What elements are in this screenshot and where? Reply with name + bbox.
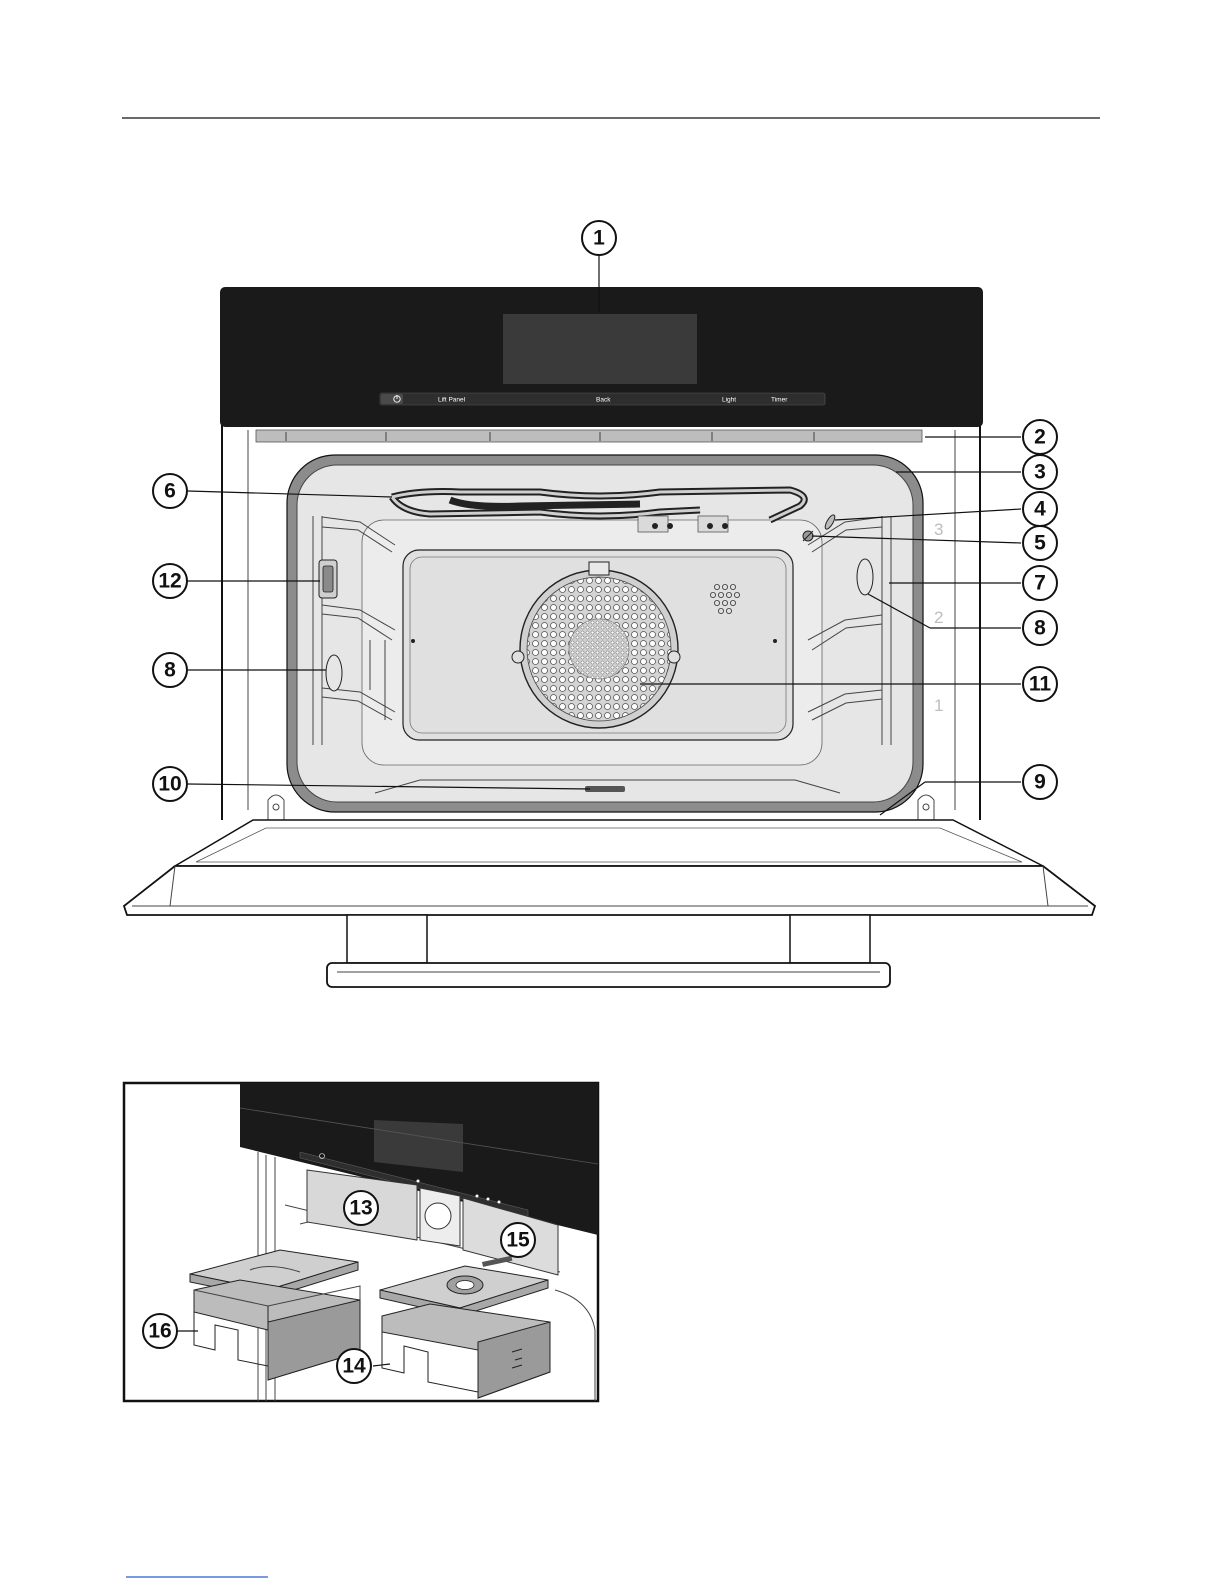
- callout-5: 5: [1023, 526, 1057, 560]
- svg-text:7: 7: [1034, 572, 1046, 595]
- shelf-level-1: 1: [934, 696, 943, 715]
- callout-10: 10: [153, 767, 187, 801]
- callout-13: 13: [344, 1191, 378, 1225]
- lift-panel-label[interactable]: Lift Panel: [438, 397, 466, 404]
- inset-water-containers: 13 14 15 16: [124, 1083, 598, 1401]
- svg-text:8: 8: [1034, 617, 1046, 640]
- display-screen: [503, 314, 697, 384]
- callout-8-left: 8: [153, 653, 187, 687]
- callout-12: 12: [153, 564, 187, 598]
- callout-4: 4: [1023, 492, 1057, 526]
- svg-text:5: 5: [1034, 532, 1046, 555]
- back-label[interactable]: Back: [596, 397, 611, 404]
- callout-15: 15: [501, 1223, 535, 1257]
- svg-text:3: 3: [1034, 461, 1046, 484]
- svg-text:2: 2: [1034, 426, 1046, 449]
- oven-front-view: Lift Panel Back Light Timer: [124, 287, 1095, 987]
- svg-text:11: 11: [1029, 673, 1052, 696]
- svg-text:6: 6: [164, 480, 176, 503]
- shelf-level-3: 3: [934, 520, 943, 539]
- callout-3: 3: [1023, 455, 1057, 489]
- vent-strip: [256, 430, 922, 442]
- oven-door: [124, 820, 1095, 915]
- svg-text:13: 13: [349, 1197, 372, 1220]
- svg-text:16: 16: [148, 1320, 171, 1343]
- callout-11: 11: [1023, 667, 1057, 701]
- left-vent-opening: [326, 655, 342, 691]
- left-lamp: [319, 560, 337, 598]
- shelf-level-2: 2: [934, 608, 943, 627]
- steam-inlet: [585, 786, 625, 792]
- light-label[interactable]: Light: [722, 397, 736, 404]
- svg-text:8: 8: [164, 659, 176, 682]
- callout-1: 1: [582, 221, 616, 255]
- door-supports: [327, 915, 890, 987]
- timer-label[interactable]: Timer: [771, 397, 788, 404]
- callout-8-right: 8: [1023, 611, 1057, 645]
- svg-text:12: 12: [158, 570, 181, 593]
- callout-6: 6: [153, 474, 187, 508]
- svg-text:1: 1: [593, 227, 605, 250]
- callout-9: 9: [1023, 765, 1057, 799]
- power-button[interactable]: [381, 394, 403, 404]
- right-vent-opening: [857, 559, 873, 595]
- temperature-sensor: [803, 531, 813, 541]
- svg-text:14: 14: [342, 1355, 366, 1378]
- callout-16: 16: [143, 1314, 177, 1348]
- callout-2: 2: [1023, 420, 1057, 454]
- svg-text:4: 4: [1034, 498, 1046, 521]
- callout-14: 14: [337, 1349, 371, 1383]
- svg-text:10: 10: [158, 773, 181, 796]
- callout-7: 7: [1023, 566, 1057, 600]
- svg-text:15: 15: [506, 1229, 530, 1252]
- svg-text:9: 9: [1034, 771, 1046, 794]
